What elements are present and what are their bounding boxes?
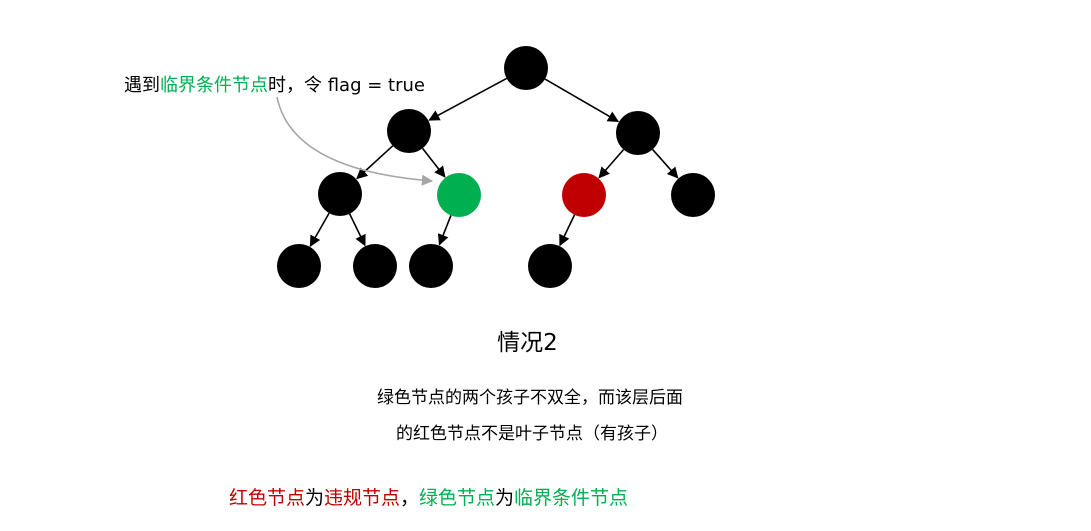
legend-for-2: 为: [495, 487, 515, 509]
annotation-prefix: 遇到: [124, 75, 160, 96]
tree-node-black-n7: [671, 173, 715, 217]
tree-edge-n2-n5: [421, 147, 446, 178]
annotation-highlight: 临界条件节点: [160, 75, 268, 96]
tree-edge-n1-n2: [428, 77, 508, 121]
tree-edge-n1-n3: [544, 78, 620, 123]
case-title: 情况2: [497, 330, 558, 356]
legend-for-1: 为: [304, 487, 324, 509]
tree-edge-n3-n7: [652, 148, 679, 179]
tree-node-black-n8: [277, 244, 321, 288]
legend: 红色节点为违规节点，绿色节点为临界条件节点: [0, 483, 1091, 510]
tree-edges: [309, 77, 679, 247]
legend-red-meaning: 违规节点: [323, 487, 400, 509]
annotation-suffix: 时，令 flag = true: [268, 75, 425, 96]
tree-node-black-n4: [318, 172, 362, 216]
tree-node-black-n10: [409, 244, 453, 288]
tree-node-green-n5: [437, 173, 481, 217]
annotation-arrow: [276, 96, 434, 186]
tree-node-red-n6: [562, 173, 606, 217]
legend-green-meaning: 临界条件节点: [514, 487, 629, 509]
tree-edge-n4-n9: [348, 213, 366, 247]
tree-edge-n2-n4: [356, 145, 394, 180]
tree-node-black-n1: [504, 46, 548, 90]
legend-green-label: 绿色节点: [419, 487, 496, 509]
description-line-1: 绿色节点的两个孩子不双全，而该层后面: [377, 388, 683, 408]
tree-node-black-n9: [353, 244, 397, 288]
tree-nodes: [277, 46, 715, 288]
tree-edge-n6-n12: [559, 214, 576, 247]
tree-node-black-n2: [387, 109, 431, 153]
tree-edge-n3-n6: [598, 149, 625, 179]
annotation-text: 遇到临界条件节点时，令 flag = true: [124, 71, 425, 97]
tree-node-black-n12: [528, 244, 572, 288]
tree-node-black-n3: [616, 111, 660, 155]
tree-edge-n5-n10: [437, 215, 452, 246]
legend-red-label: 红色节点: [228, 487, 305, 509]
description-line-2: 的红色节点不是叶子节点（有孩子）: [396, 424, 668, 444]
legend-separator: ，: [399, 487, 419, 509]
tree-edge-n4-n8: [309, 212, 330, 247]
